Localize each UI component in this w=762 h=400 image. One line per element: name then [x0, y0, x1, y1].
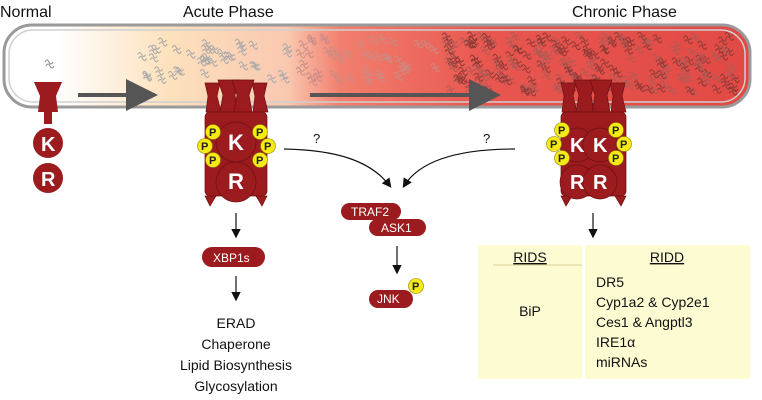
phospho-labels-chronic: P P P P P P [550, 125, 627, 165]
rnase-domain-label: R [570, 172, 585, 194]
phospho-label: P [612, 125, 619, 137]
kinase-domain-label: K [593, 135, 608, 157]
phospho-label: P [558, 125, 565, 137]
phospho-label: P [264, 141, 271, 153]
uncertain-link-label: ? [483, 131, 490, 146]
jnk-pill [369, 290, 413, 308]
ridd-list: DR5 Cyp1a2 & Cyp2e1 Ces1 & Angptl3 IRE1α… [596, 274, 710, 370]
kinase-domain-label: K [228, 130, 244, 155]
ridd-item: Cyp1a2 & Cyp2e1 [596, 294, 710, 310]
acute-output-item: Glycosylation [194, 378, 277, 394]
phospho-label: P [201, 141, 208, 153]
ire1-monomer [33, 82, 63, 193]
phospho-label: P [620, 139, 627, 151]
chronic-to-traf2-arrow [402, 148, 516, 189]
ask1-label: ASK1 [381, 221, 412, 235]
rids-item: BiP [519, 303, 541, 319]
ridd-item: DR5 [596, 274, 624, 290]
ridd-heading: RIDD [650, 249, 684, 265]
ridd-item: miRNAs [596, 354, 647, 370]
jnk-label: JNK [377, 292, 400, 306]
ridd-item: Ces1 & Angptl3 [596, 314, 693, 330]
rnase-domain-label: R [593, 172, 608, 194]
phospho-group-chronic [546, 122, 632, 166]
phase-label-acute: Acute Phase [183, 4, 274, 21]
xbp1s-label: XBP1s [213, 251, 250, 265]
phospho-label: P [558, 153, 565, 165]
rids-panel [478, 245, 582, 379]
acute-output-item: Lipid Biosynthesis [180, 357, 292, 373]
rnase-domain-label: R [41, 169, 56, 191]
ridd-item: IRE1α [596, 334, 635, 350]
phospho-label: P [209, 127, 216, 139]
kinase-domain-label: K [570, 135, 585, 157]
phospho-label: P [256, 127, 263, 139]
rids-heading: RIDS [513, 249, 546, 265]
phospho-labels-acute: P P P P P P [201, 127, 271, 167]
phospho-label: P [209, 155, 216, 167]
xbp1s-pill [202, 247, 265, 267]
uncertain-link-label: ? [313, 131, 320, 146]
traf2-pill [341, 203, 401, 220]
ask1-pill [369, 219, 426, 236]
acute-output-list: ERAD Chaperone Lipid Biosynthesis Glycos… [180, 315, 292, 394]
jnk-phospho-icon [408, 278, 424, 294]
ridd-panel [585, 245, 750, 379]
phospho-label: P [612, 153, 619, 165]
phospho-label: P [550, 139, 557, 151]
rnase-domain-label: R [228, 169, 244, 194]
phase-label-chronic: Chronic Phase [572, 4, 677, 21]
acute-to-traf2-arrow [283, 148, 392, 188]
acute-output-item: Chaperone [201, 336, 270, 352]
traf2-label: TRAF2 [351, 205, 389, 219]
chronic-output-box [478, 245, 750, 379]
phospho-label: P [256, 155, 263, 167]
phospho-label: P [412, 281, 419, 293]
acute-output-item: ERAD [217, 315, 256, 331]
phase-label-normal: Normal [0, 4, 52, 21]
kinase-domain-label: K [41, 134, 56, 156]
phospho-group-acute [197, 124, 276, 168]
